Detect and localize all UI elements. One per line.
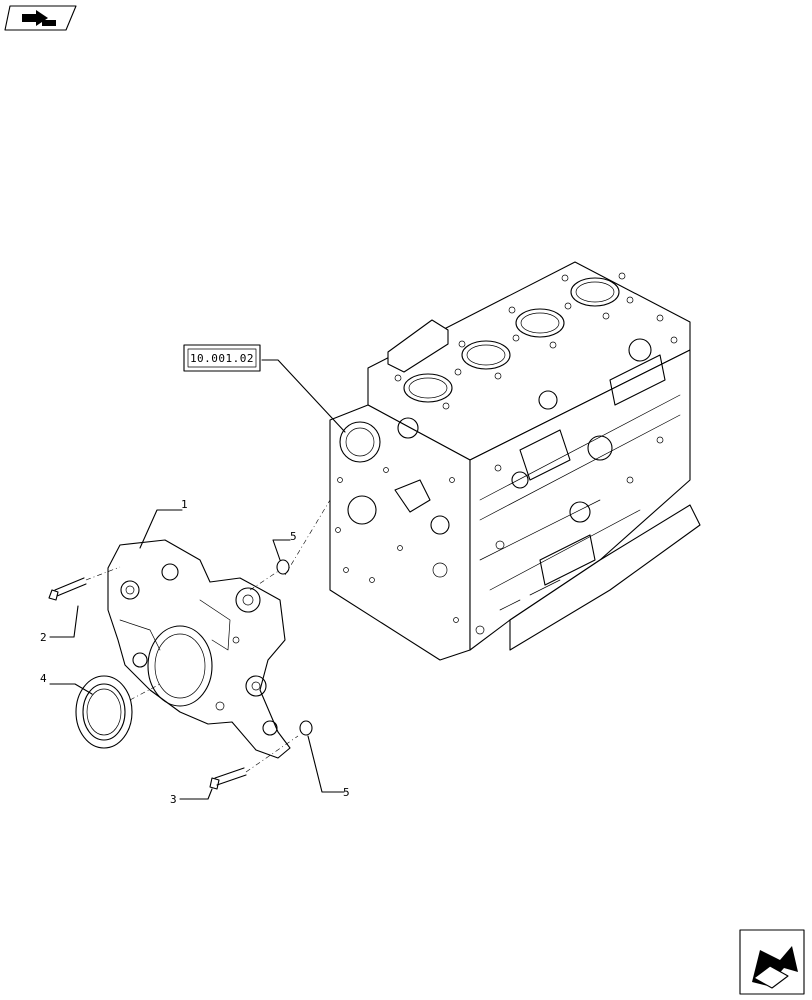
nut-5-upper [276,559,290,575]
nut-5-lower [299,720,313,736]
reference-box[interactable]: 10.001.02 [183,344,261,372]
callout-1: 1 [181,498,188,511]
bolt-3 [209,767,247,790]
reference-code: 10.001.02 [190,352,254,365]
callout-2: 2 [40,631,47,644]
callout-3: 3 [170,793,177,806]
callout-5-lower: 5 [343,786,350,799]
next-page-arrow-icon[interactable] [739,929,805,995]
engine-block [329,261,701,661]
front-cover [107,539,291,759]
callout-4: 4 [40,672,47,685]
callout-5-upper: 5 [290,530,297,543]
seal-ring [75,675,133,749]
alignment-lines [85,499,331,773]
previous-page-arrow-icon[interactable] [4,5,77,31]
leader-lines [49,359,346,800]
bolt-2 [48,577,87,601]
